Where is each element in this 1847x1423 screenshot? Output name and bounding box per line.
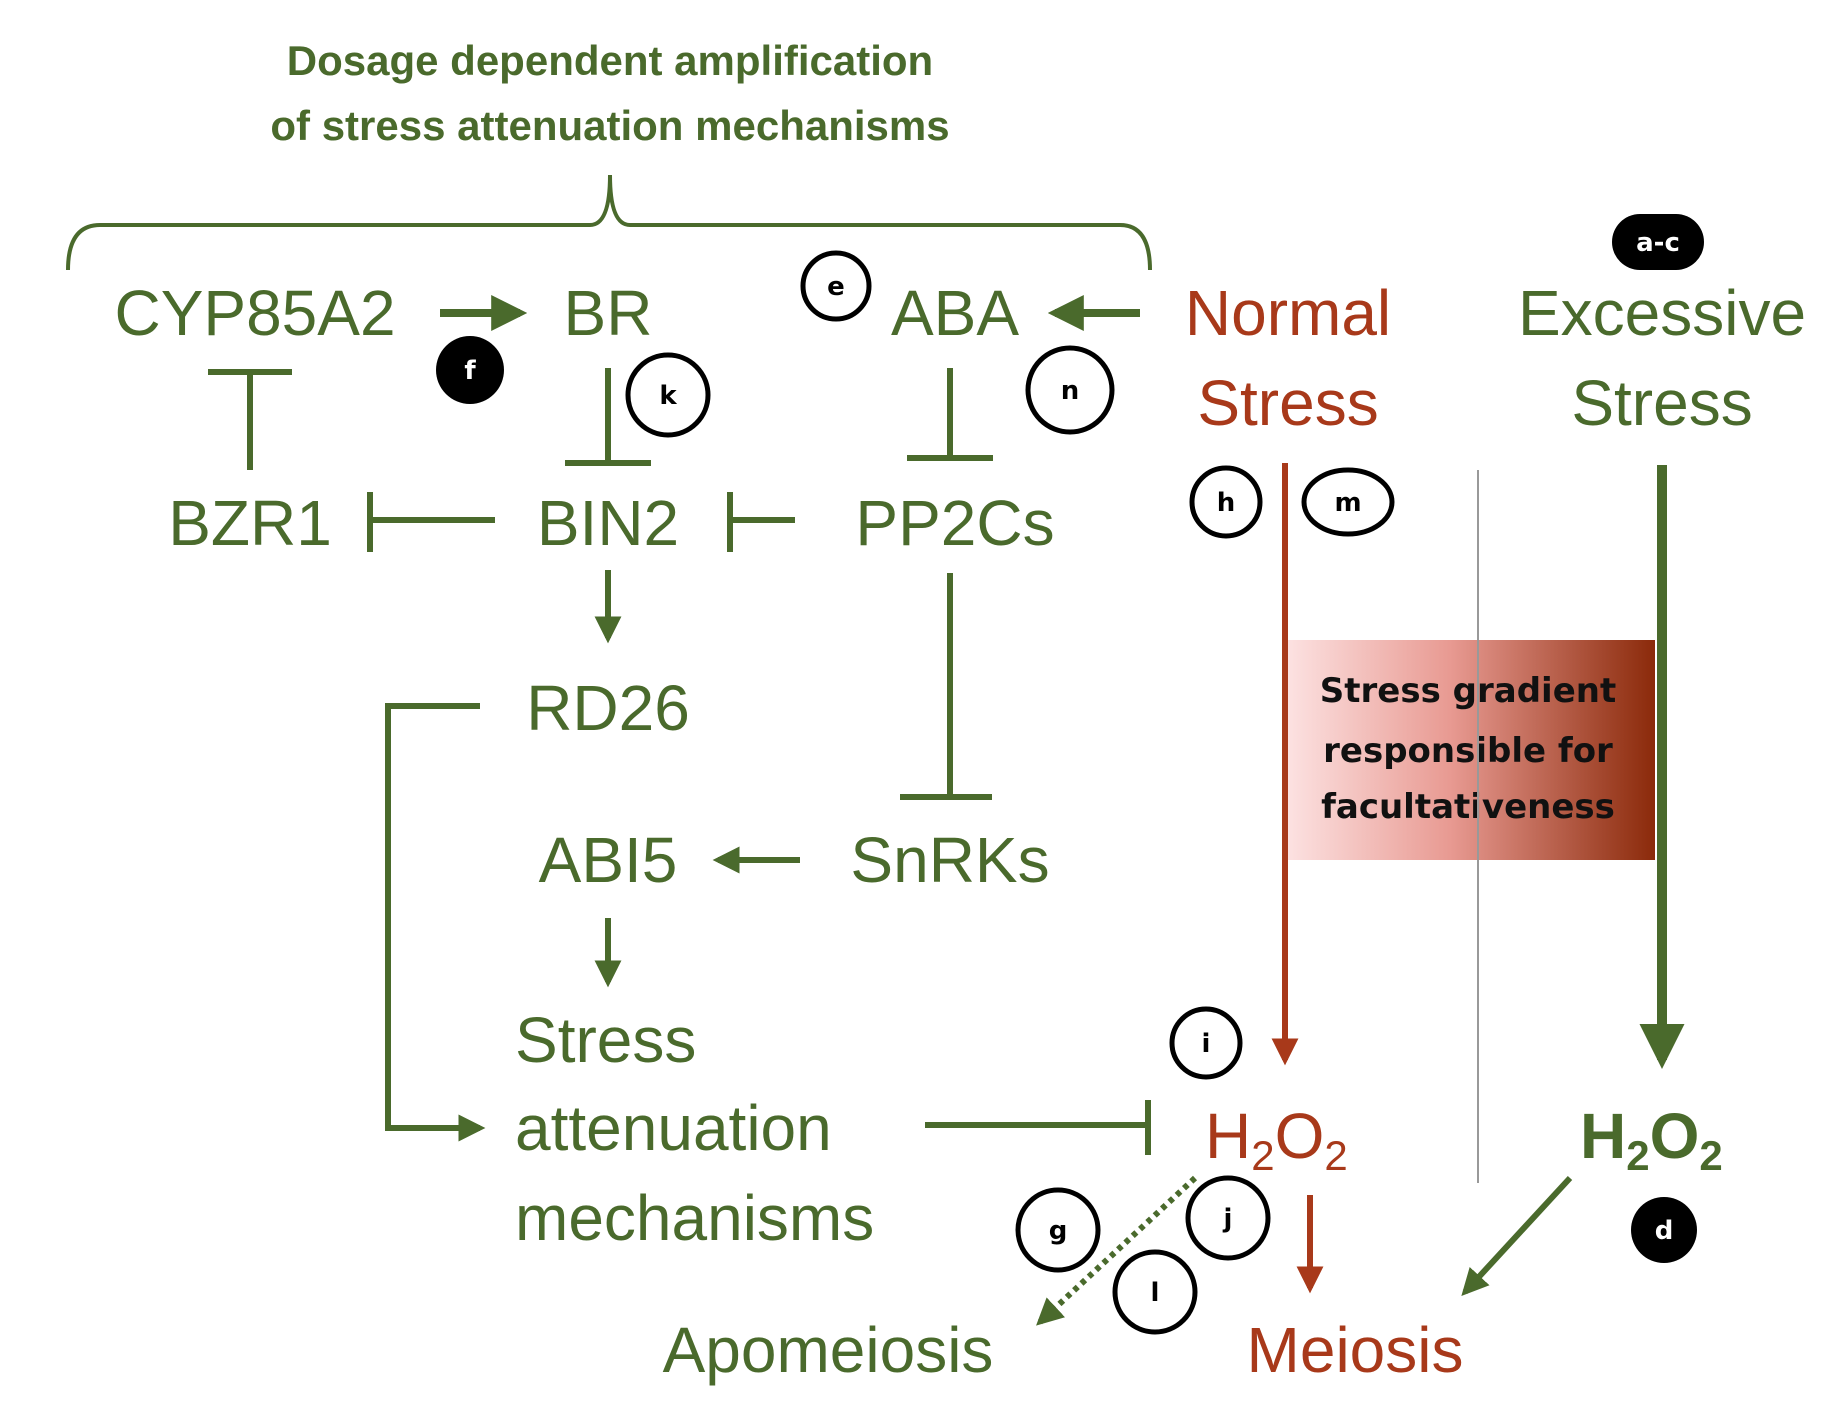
badge-a-c: a-c [1612, 214, 1704, 270]
node-pp2cs: PP2Cs [855, 487, 1054, 559]
badge-f: f [436, 336, 504, 404]
badge-d: d [1631, 1197, 1697, 1263]
badge-l: l [1112, 1249, 1198, 1335]
title-line-1: Dosage dependent amplification [287, 37, 933, 84]
node-stress-attenuation-3: mechanisms [515, 1182, 874, 1254]
gradient-text-1: Stress gradient [1320, 671, 1616, 711]
badge-n: n [1025, 345, 1115, 435]
svg-text:a-c: a-c [1636, 228, 1680, 258]
node-stress-attenuation-2: attenuation [515, 1092, 832, 1164]
badge-m: m [1301, 467, 1395, 537]
badge-j: j [1185, 1175, 1271, 1261]
svg-text:e: e [827, 272, 845, 302]
node-excessive-stress-2: Stress [1571, 367, 1752, 439]
svg-text:j: j [1223, 1204, 1233, 1234]
svg-text:g: g [1049, 1216, 1068, 1246]
badge-h: h [1189, 465, 1263, 539]
gradient-text-3: facultativeness [1321, 787, 1615, 827]
svg-text:h: h [1217, 488, 1236, 518]
node-abi5: ABI5 [539, 824, 678, 896]
node-br: BR [564, 277, 653, 349]
gradient-text-2: responsible for [1323, 731, 1613, 771]
svg-text:l: l [1151, 1278, 1160, 1308]
arrow-h2o2-excessive-to-meiosis [1461, 1175, 1573, 1296]
node-bzr1: BZR1 [168, 487, 332, 559]
badge-k: k [625, 352, 711, 438]
node-excessive-stress-1: Excessive [1518, 277, 1806, 349]
badge-e: e [800, 250, 872, 322]
title-line-2: of stress attenuation mechanisms [270, 102, 949, 149]
badge-g: g [1015, 1187, 1101, 1273]
node-snrks: SnRKs [850, 824, 1049, 896]
badge-i: i [1169, 1006, 1243, 1080]
node-normal-stress-1: Normal [1185, 277, 1391, 349]
arrow-rd26-to-stress-attenuation [385, 703, 486, 1142]
node-cyp85a2: CYP85A2 [114, 277, 395, 349]
node-stress-attenuation-1: Stress [515, 1004, 696, 1076]
svg-text:f: f [464, 356, 476, 386]
stress-gradient-box [1282, 640, 1655, 860]
node-aba: ABA [891, 277, 1019, 349]
node-h2o2-excessive: H2O2 [1580, 1100, 1723, 1179]
svg-text:m: m [1334, 488, 1361, 518]
node-h2o2-normal: H2O2 [1205, 1100, 1348, 1179]
node-bin2: BIN2 [537, 487, 679, 559]
node-meiosis: Meiosis [1247, 1314, 1464, 1386]
node-apomeiosis: Apomeiosis [663, 1314, 994, 1386]
svg-text:k: k [659, 381, 677, 411]
node-normal-stress-2: Stress [1197, 367, 1378, 439]
amplification-brace [66, 174, 1152, 271]
svg-text:d: d [1655, 1216, 1674, 1246]
svg-text:n: n [1061, 376, 1080, 406]
svg-text:i: i [1202, 1029, 1211, 1059]
node-rd26: RD26 [526, 672, 690, 744]
